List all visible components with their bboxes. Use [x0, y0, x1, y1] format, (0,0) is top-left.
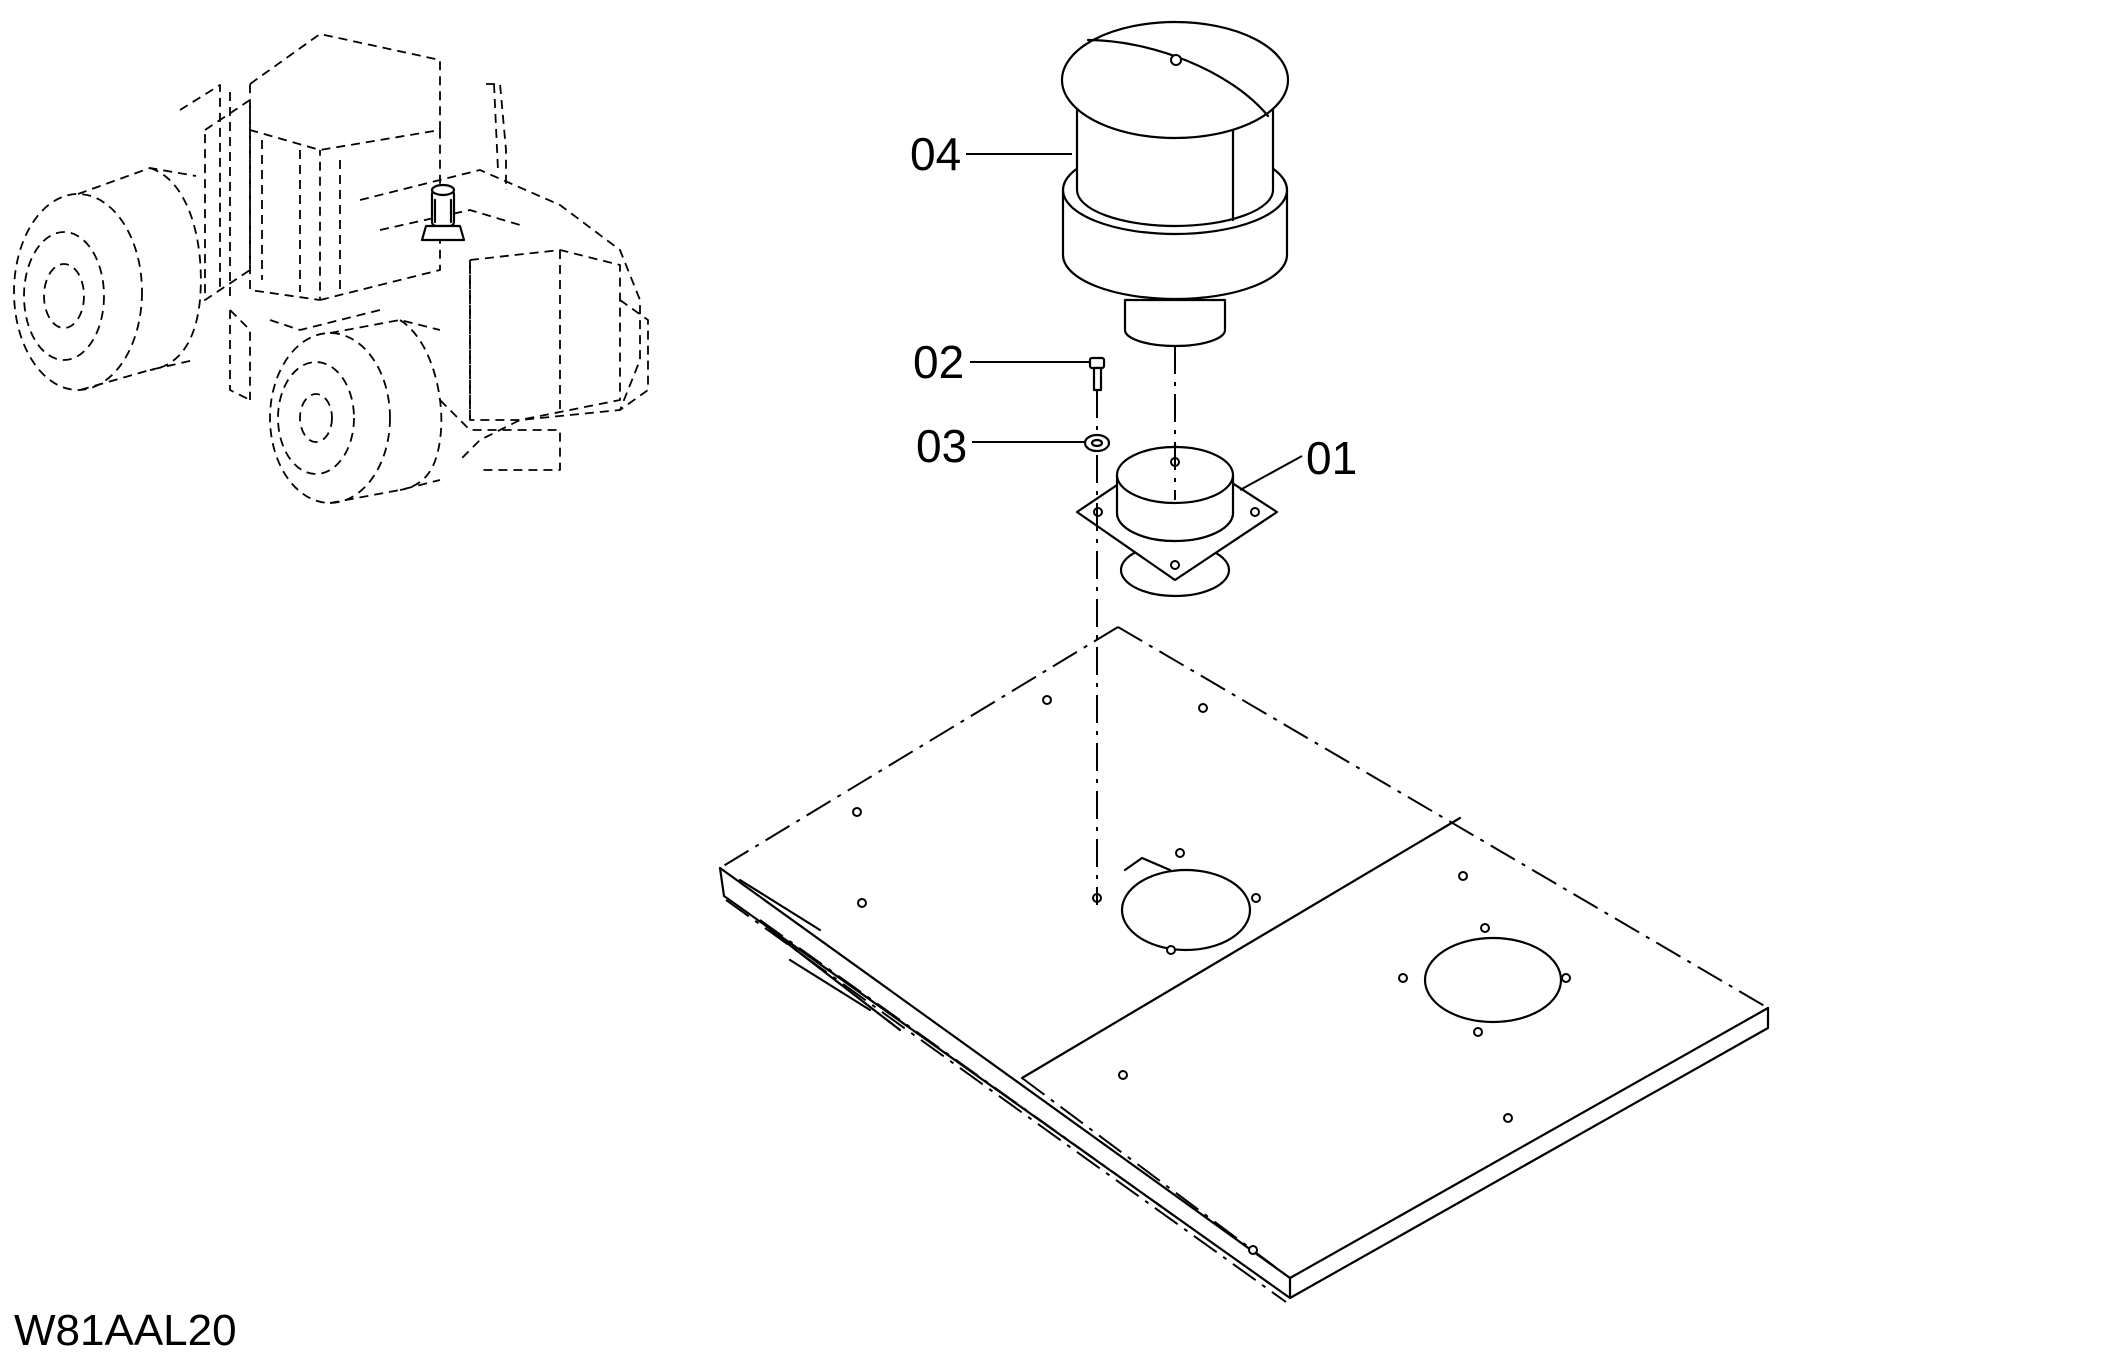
callout-04: 04 [910, 128, 961, 180]
part-03-washer [1083, 433, 1111, 453]
assembly-centerlines [1096, 346, 1176, 905]
callout-02: 02 [913, 336, 964, 388]
part-02-bolt [1088, 356, 1106, 392]
mounting-plate [718, 626, 1770, 1303]
part-04-precleaner [1060, 20, 1290, 348]
callout-01: 01 [1306, 432, 1357, 484]
machine-overview-illustration [13, 33, 649, 504]
callout-leaders [966, 153, 1303, 491]
figure-code: W81AAL20 [14, 1306, 237, 1355]
callout-03: 03 [916, 420, 967, 472]
part-01-adapter [1075, 444, 1279, 598]
